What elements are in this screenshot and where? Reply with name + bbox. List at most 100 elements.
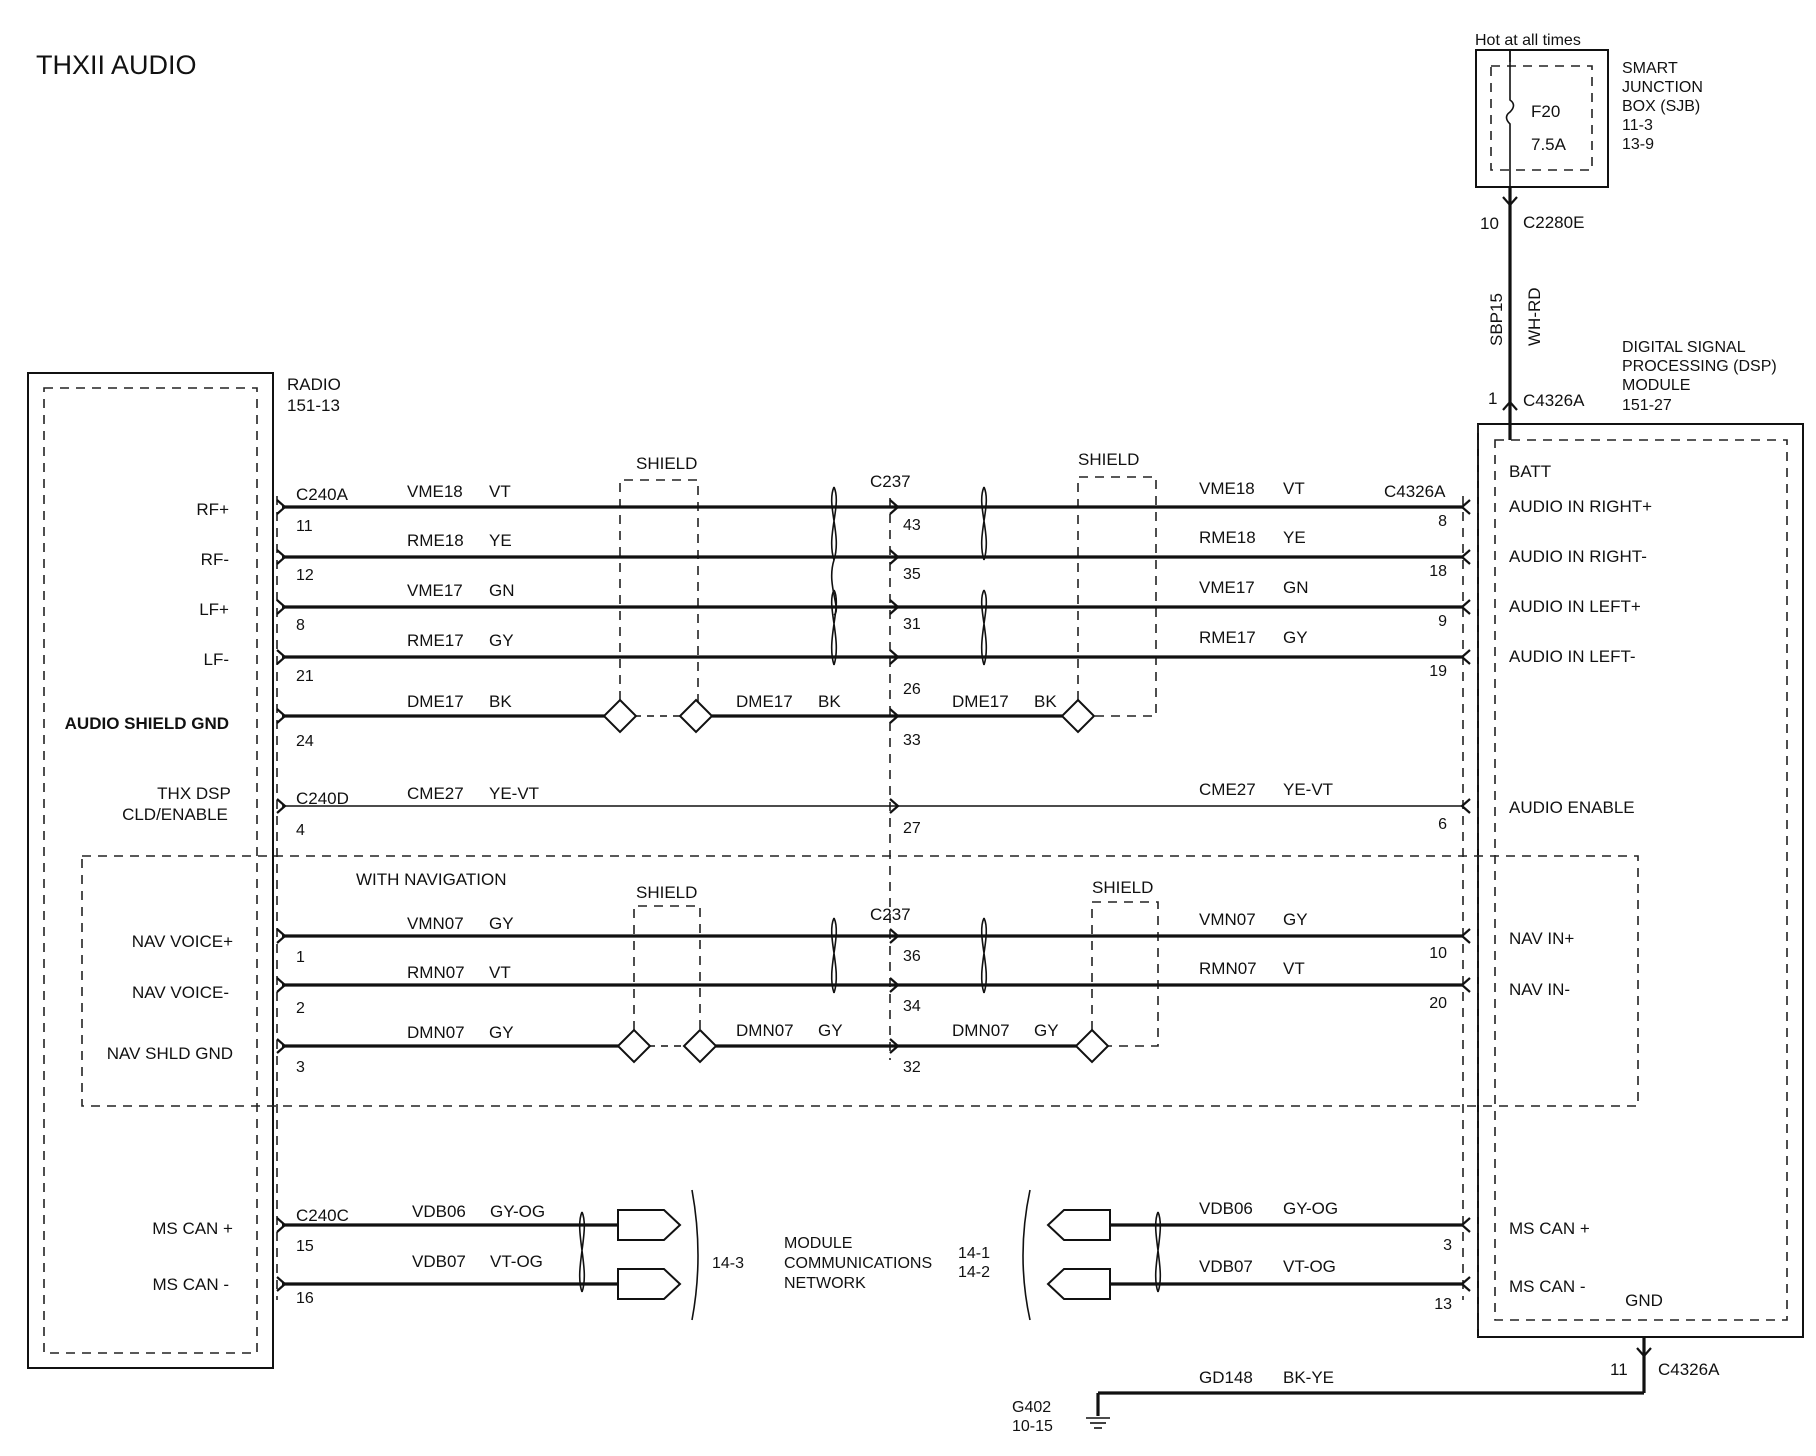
wire-6-left-circuit: CME27 [407,784,464,803]
connector-c237-nav: C237 [870,905,911,924]
wire-7-radio-pin: 1 [296,949,305,966]
network-label-2: COMMUNICATIONS [784,1255,932,1272]
wire-9-c237-pin: 32 [903,1059,921,1076]
wire-11-right-color: VT-OG [1283,1257,1336,1276]
wire-7-right-color: GY [1283,910,1308,929]
wire-2-right-color: YE [1283,528,1306,547]
wire-2-dsp-pin: 18 [1429,563,1447,580]
radio-pin-rf-neg: RF- [201,550,229,569]
dsp-inner-dashed-box [1494,439,1788,1321]
twisted-pair-markers [578,486,1162,1293]
dsp-pin-nav-in-neg: NAV IN- [1509,980,1570,999]
radio-pin-cld-enable: CLD/ENABLE [122,805,228,824]
wire-11-left-color: VT-OG [490,1252,543,1271]
connector-c237-top: C237 [870,472,911,491]
wire-4-left-circuit: RME17 [407,631,464,650]
wire-8-left-circuit: RMN07 [407,963,465,982]
dsp-pin-audio-in-right-pos: AUDIO IN RIGHT+ [1509,497,1652,516]
wire-6-audio-enable: CME27 YE-VT CME27 YE-VT 4 27 6 [282,780,1463,839]
connector-c4326a-top: C4326A [1384,482,1446,501]
sjb-pin: 10 [1480,214,1499,233]
ground-circuit-color: BK-YE [1283,1368,1334,1387]
sjb-outer-box [1475,49,1609,188]
wire-1-radio-pin: 11 [296,518,313,535]
radio-module: RADIO 151-13 RF+ RF- LF+ LF- AUDIO SHIEL… [27,372,341,1369]
wire-5-audio-shield: DME17 BK DME17 BK DME17 BK 24 33 [282,692,1096,750]
wire-1: VME18 VT VME18 VT 11 43 8 [282,479,1463,535]
wire-3-right-circuit: VME17 [1199,578,1255,597]
connector-arrows [276,499,1471,1292]
radio-outer-box [27,372,274,1369]
wire-5-seg2-color: BK [818,692,841,711]
wire-9-seg2-color: GY [818,1021,843,1040]
wire-9-nav-shield: DMN07 GY DMN07 GY DMN07 GY 3 32 [282,1021,1110,1076]
sjb-ref-2: 13-9 [1622,136,1654,153]
wire-5-c237-pin: 33 [903,732,921,749]
wire-8-right-color: VT [1283,959,1305,978]
radio-ref: 151-13 [287,396,340,415]
wire-2-left-color: YE [489,531,512,550]
wire-9-seg2-circuit: DMN07 [736,1021,794,1040]
dsp-pin-nav-in-pos: NAV IN+ [1509,929,1574,948]
twist-marker-5 [830,917,838,994]
wire-9-seg1-color: GY [489,1023,514,1042]
batt-wire-color: WH-RD [1525,287,1544,346]
wire-8-c237-pin: 34 [903,998,921,1015]
wire-9-seg1-circuit: DMN07 [407,1023,465,1042]
batt-feed-wire: 10 C2280E SBP15 WH-RD 1 C4326A [1480,187,1585,440]
shield-label-3: SHIELD [636,883,697,902]
shield-drain-diamond-3 [1060,698,1096,734]
wire-1-right-circuit: VME18 [1199,479,1255,498]
nav-shield-drain-diamond-1 [616,1028,652,1064]
wire-2-left-circuit: RME18 [407,531,464,550]
gnd-connector-arrow [1636,1347,1652,1358]
shield-drain-diamond-1 [602,698,638,734]
sjb-label-smart: SMART [1622,60,1678,77]
shield-label-1: SHIELD [636,454,697,473]
wire-3-left-color: GN [489,581,515,600]
twist-marker-2 [830,589,838,666]
shield-box-3 [633,905,701,1046]
wire-6-left-color: YE-VT [489,784,539,803]
dsp-pin-batt: BATT [1509,462,1551,481]
wire-6-right-circuit: CME27 [1199,780,1256,799]
sjb-label-junction: JUNCTION [1622,79,1703,96]
wire-10-dsp-pin: 3 [1443,1237,1452,1254]
wire-6-c237-pin: 27 [903,820,921,837]
dsp-batt-connector-arrow [1502,400,1518,411]
radio-pin-thx-dsp: THX DSP [157,784,231,803]
wire-8-radio-pin: 2 [296,1000,305,1017]
wire-10-right-color: GY-OG [1283,1199,1338,1218]
batt-wire-circuit: SBP15 [1487,293,1506,346]
radio-pin-ms-can-pos: MS CAN + [152,1219,233,1238]
wire-10-right-circuit: VDB06 [1199,1199,1253,1218]
network-bracket-left [691,1189,699,1321]
ms-can-network: VDB06 GY-OG VDB07 VT-OG 15 16 14-3 MODUL… [282,1189,1463,1321]
wire-6-right-color: YE-VT [1283,780,1333,799]
wire-10-left-color: GY-OG [490,1202,545,1221]
shield-box-2 [1077,476,1157,717]
wire-1-c237-pin: 43 [903,517,921,534]
network-label-1: MODULE [784,1235,852,1252]
wire-2: RME18 YE RME18 YE 12 35 18 [282,528,1463,584]
dsp-pin-audio-in-left-neg: AUDIO IN LEFT- [1509,647,1636,666]
sjb-hot-label: Hot at all times [1475,32,1581,49]
can-plug-right-2 [1046,1268,1111,1300]
wire-3-right-color: GN [1283,578,1309,597]
ground-point-name: G402 [1012,1399,1051,1416]
fuse-rating: 7.5A [1531,135,1567,154]
smart-junction-box: Hot at all times F20 7.5A SMART JUNCTION… [1475,32,1703,188]
dsp-ref: 151-27 [1622,397,1672,414]
dsp-pin-ms-can-pos: MS CAN + [1509,1219,1590,1238]
twist-marker-4 [980,589,988,666]
wire-4-right-color: GY [1283,628,1308,647]
wire-7-dsp-pin: 10 [1429,945,1447,962]
can-plug-right-1 [1046,1209,1111,1241]
wire-3: VME17 GN VME17 GN 8 31 9 [282,578,1463,634]
wire-11-dsp-pin: 13 [1434,1296,1452,1313]
radio-pin-audio-shield-gnd: AUDIO SHIELD GND [65,714,229,733]
wire-10-radio-pin: 15 [296,1238,314,1255]
twist-marker-3 [980,486,988,561]
sjb-connector-arrow [1502,196,1518,207]
shield-box-4 [1091,901,1159,1047]
